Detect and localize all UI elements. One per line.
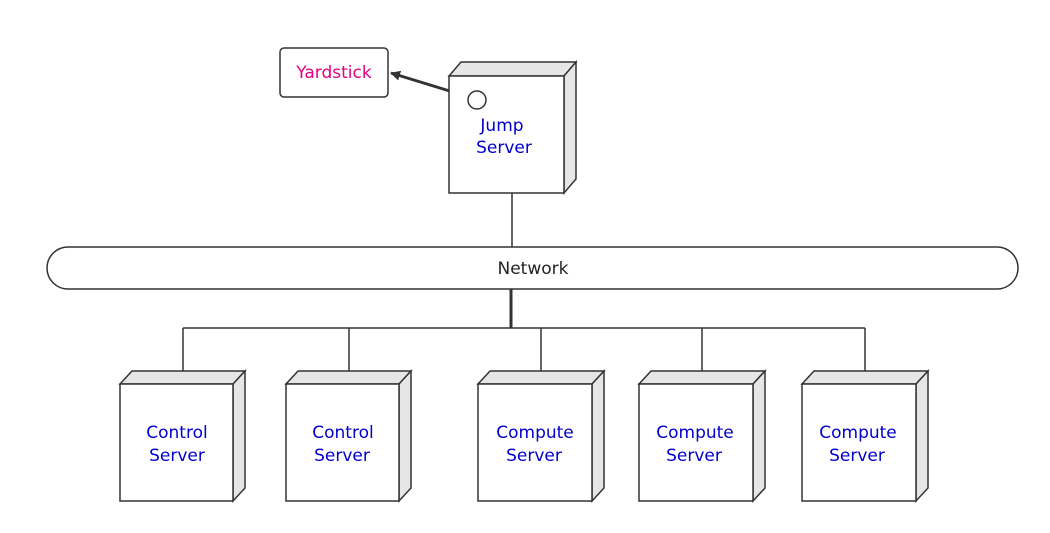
server-label-line2: Server [314,446,370,466]
jump-server-front-face [448,75,565,194]
network-distribution-lines [182,289,866,371]
server-top-face [637,370,767,385]
server-top-face [476,370,606,385]
jump-server-label-line2: Server [476,138,532,158]
yardstick-node[interactable]: Yardstick [279,47,389,98]
jump-server-node[interactable]: Jump Server [447,59,578,196]
yardstick-label: Yardstick [295,63,372,83]
server-side-face [752,369,766,503]
server-label-line2: Server [149,446,205,466]
server-top-face [284,370,413,385]
network-bus[interactable]: Network [46,246,1019,290]
server-node[interactable]: Control Server [118,369,247,503]
server-label-line1: Compute [496,423,574,443]
server-side-face [915,369,929,503]
server-side-face [232,369,246,503]
server-node[interactable]: Compute Server [800,369,930,503]
server-top-face [118,370,247,385]
server-front-face [285,383,400,502]
server-top-face [800,370,930,385]
jump-server-label-line1: Jump [479,116,523,136]
server-label-line2: Server [829,446,885,466]
interface-port-icon [467,90,487,110]
server-front-face [477,383,593,502]
server-node[interactable]: Compute Server [637,369,767,503]
server-node[interactable]: Control Server [284,369,413,503]
server-label-line2: Server [666,446,722,466]
server-label-line1: Control [146,423,207,443]
server-side-face [591,369,605,503]
server-label-line2: Server [506,446,562,466]
server-node[interactable]: Compute Server [476,369,606,503]
server-label-line1: Compute [819,423,897,443]
server-front-face [638,383,754,502]
jump-server-side-face [563,59,577,196]
network-label: Network [498,259,569,279]
server-front-face [119,383,234,502]
server-label-line1: Compute [656,423,734,443]
server-label-line1: Control [312,423,373,443]
server-side-face [398,369,412,503]
jump-server-top-face [447,61,578,77]
server-front-face [801,383,917,502]
